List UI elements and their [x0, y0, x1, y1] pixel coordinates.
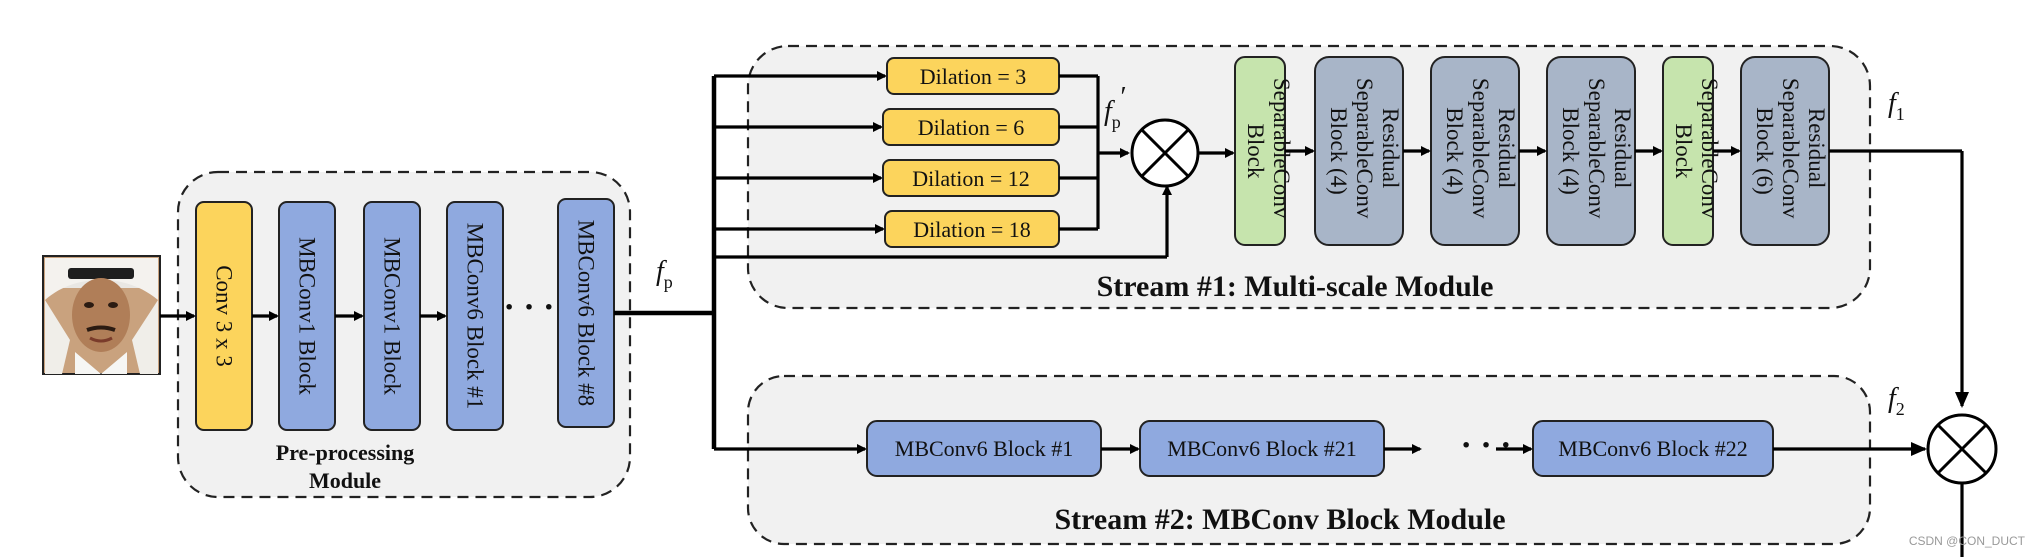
mbconv1-block-b-label: MBConv1 Block: [380, 237, 405, 395]
fp-trunk: [614, 76, 717, 449]
dilation-18-label: Dilation = 18: [913, 217, 1031, 242]
face-photo-icon: [42, 255, 161, 375]
stream1-title: Stream #1: Multi-scale Module: [1097, 270, 1494, 303]
multiply-circle-icon: [1130, 118, 1200, 188]
preprocessing-title-line2: Module: [309, 468, 381, 493]
dilation-12-label: Dilation = 12: [912, 166, 1030, 191]
residual-block-1-label: Residual SeparableConv Block (4): [1326, 78, 1403, 224]
residual-block-4-label: Residual SeparableConv Block (6): [1752, 78, 1829, 224]
f1-label: f1: [1888, 88, 1905, 124]
conv3x3-label: Conv 3 x 3: [212, 265, 237, 367]
mbconv6-block-8-label: MBConv6 Block #8: [574, 220, 599, 407]
watermark: CSDN @CON_DUCT: [1909, 534, 2026, 548]
mbconv1-block-a-label: MBConv1 Block: [295, 237, 320, 395]
f2-label: f2: [1888, 383, 1905, 419]
fp-label: fp: [656, 256, 673, 292]
mbconv6-block-1-label: MBConv6 Block #1: [463, 223, 488, 410]
stream1-blocks: SeparableConv Block Residual SeparableCo…: [1234, 56, 1830, 246]
fusion-multiply-circle-icon: [1926, 413, 1998, 485]
stream2-title: Stream #2: MBConv Block Module: [1054, 503, 1505, 536]
preprocessing-blocks: Conv 3 x 3 MBConv1 Block MBConv1 Block M…: [195, 198, 615, 431]
stream2-mbconv6-block-1-label: MBConv6 Block #1: [895, 436, 1073, 461]
stream2-mbconv6-block-21-label: MBConv6 Block #21: [1167, 436, 1356, 461]
residual-block-2-label: Residual SeparableConv Block (4): [1442, 78, 1519, 224]
stream2-mbconv6-block-22-label: MBConv6 Block #22: [1558, 436, 1747, 461]
dilation-6-label: Dilation = 6: [918, 115, 1025, 140]
preprocessing-title-line1: Pre-processing: [276, 440, 415, 465]
mbconv6-block-1: [446, 201, 504, 431]
preprocessing-ellipsis: · · ·: [503, 289, 554, 326]
stream2-ellipsis: · · ·: [1460, 427, 1511, 464]
dilation-branches: [714, 71, 1172, 259]
separable-block-1-label: SeparableConv Block: [1243, 78, 1294, 224]
residual-block-3-label: Residual SeparableConv Block (4): [1558, 78, 1635, 224]
dilation-collector: [1059, 74, 1130, 231]
stream2-blocks: MBConv6 Block #1 MBConv6 Block #21 · · ·…: [866, 420, 1774, 477]
separable-block-2-label: SeparableConv Block: [1671, 78, 1722, 224]
fp-prime-label: fp′: [1104, 82, 1126, 132]
dilation-3-label: Dilation = 3: [920, 64, 1027, 89]
